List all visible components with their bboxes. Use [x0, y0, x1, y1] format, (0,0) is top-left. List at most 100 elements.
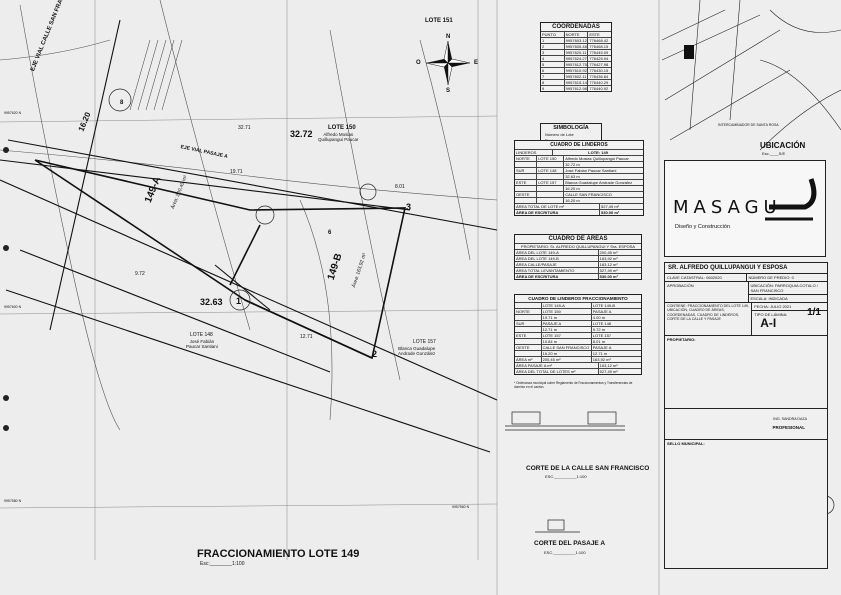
table-cell: 6 — [542, 68, 545, 73]
table-cell: ESTE — [516, 180, 527, 185]
table-cell: 9957612.98 — [563, 86, 587, 91]
date-field: FECHA: JULIO 2021 — [752, 303, 827, 311]
table-cell: 3 — [542, 50, 545, 55]
table-cell — [515, 162, 536, 167]
corte-calle-title: CORTE DE LA CALLE SAN FRANCISCO — [526, 465, 650, 472]
table-cell — [536, 198, 563, 203]
north-o: O — [416, 60, 421, 66]
areas-owner: PROPIETARIO: Sr. ALFREDO QUILLUPANGUI Y … — [520, 244, 636, 249]
sheet-code: A-I — [760, 316, 777, 330]
table-cell: LOTE 150 — [540, 309, 591, 314]
vertex-label: 3 — [406, 202, 412, 212]
table-cell — [515, 327, 541, 332]
legend-title: SIMBOLOGÍA — [553, 125, 589, 131]
table-cell — [515, 351, 541, 356]
areas-title: CUADRO DE ÁREAS — [548, 236, 608, 242]
table-cell: 4.00 m — [590, 315, 641, 320]
lot-148-owner: José Fabián Paucar Santiani — [186, 339, 218, 349]
dim-label: 32.63 — [200, 297, 223, 307]
table-cell: 530.00 m² — [597, 274, 641, 279]
table-cell: ÁREA DEL TOTAL DE LOTES m² — [516, 369, 576, 374]
contents-field: CONTIENE: FRACCIONAMIENTO DEL LOTE 149, … — [665, 303, 753, 335]
location-field: UBICACIÓN: PARROQUIA COTALO / SAN FRANCI… — [748, 282, 827, 295]
table-cell: 776427.98 — [587, 62, 611, 67]
approval-label: APROBACIÓN — [665, 282, 749, 302]
table-cell: 776436.84 — [587, 74, 611, 79]
vertex-label: 1 — [236, 296, 242, 306]
sheet-type-label: TIPO DE LÁMINA: — [754, 312, 788, 317]
north-n: N — [446, 34, 451, 40]
table-cell: 9957610.92 — [563, 68, 587, 73]
table-cell: 32.72 m — [563, 162, 643, 167]
table-cell: 9957603.12 — [563, 38, 587, 43]
table-cell: 10.84 m — [540, 339, 591, 344]
table-cell — [515, 339, 541, 344]
client-name: SR. ALFREDO QUILLUPANGUI Y ESPOSA — [665, 263, 827, 274]
table-cell: 776425.94 — [587, 56, 611, 61]
municipal-seal-label: SELLO MUNICIPAL: — [667, 441, 705, 446]
table-header: PUNTO — [542, 32, 556, 37]
table-header — [515, 303, 541, 308]
table-cell — [515, 174, 536, 179]
table-header: LOTE 149-A — [540, 303, 591, 308]
title-block: SR. ALFREDO QUILLUPANGUI Y ESPOSA CLAVE … — [664, 262, 828, 569]
table-cell: ÁREA TOTAL DE LOTE m² — [516, 204, 565, 209]
table-cell: PASAJE A — [590, 345, 641, 350]
table-cell: 527,49 m² — [597, 369, 641, 374]
legend-item: Número de Lote — [545, 132, 574, 137]
lot-157-label: LOTE 157 — [413, 339, 436, 345]
grid-coord: 9957580 N — [4, 499, 22, 503]
table-cell: 1 — [542, 38, 545, 43]
table-cell: 16.20 m — [563, 198, 643, 203]
table-cell: ESTE — [516, 333, 527, 338]
plan-scale: Esc:________1:100 — [200, 561, 245, 567]
table-cell: ÁREA m² — [516, 357, 533, 362]
table-cell: 163,92 m² — [590, 357, 641, 362]
table-cell: 163,12 m² — [597, 363, 641, 368]
table-cell: LOTE 157 — [590, 333, 641, 338]
predio-number: NÚMERO DE PREDIO: 0 — [748, 275, 794, 280]
table-cell — [536, 162, 563, 167]
table-cell: LOTE 157 — [540, 333, 591, 338]
table-cell: OESTE — [516, 345, 530, 350]
table-cell: LOTE 148 — [536, 168, 563, 173]
table-cell: 163,12 m² — [597, 262, 641, 267]
table-cell: ÁREA DE ESCRITURA — [516, 210, 559, 215]
table-cell: 776468.42 — [587, 38, 611, 43]
table-cell — [536, 186, 563, 191]
plan-title: FRACCIONAMIENTO LOTE 149 — [197, 548, 360, 560]
table-cell: ÁREA PASAJE A m² — [516, 363, 552, 368]
table-cell: 163,92 m² — [597, 256, 641, 261]
location-title: UBICACIÓN — [760, 141, 806, 150]
north-arrow — [425, 40, 471, 86]
vertex-label: 2 — [372, 349, 378, 359]
lot-151-label: LOTE 151 — [425, 18, 453, 24]
table-header: LOTE 149-B — [590, 303, 641, 308]
table-cell — [515, 198, 536, 203]
table-cell: LOTE 148 — [590, 321, 641, 326]
vertex-label: 6 — [328, 230, 332, 236]
table-cell: ÁREA DEL LOTE 149-A — [516, 250, 559, 255]
dim-label: 32.72 — [290, 129, 313, 139]
table-cell: ÁREA CALLE/PASAJE — [516, 262, 557, 267]
table-cell: 2 — [542, 44, 545, 49]
sheet-number: 1/1 — [807, 307, 821, 318]
fracc-title: CUADRO DE LINDEROS FRACCIONAMIENTO — [528, 296, 628, 301]
table-cell: ÁREA TOTAL LEVANTAMIENTO — [516, 268, 575, 273]
table-cell: SUR — [516, 321, 525, 326]
table-cell: ÁREA DE ESCRITURA — [516, 274, 559, 279]
dim-label: 32.71 — [238, 125, 251, 131]
table-cell: 9957602.11 — [563, 74, 587, 79]
lot-157-owner: Blanca Guadalupe Andrade González — [398, 346, 436, 356]
table-cell: CALLE SAN FRANCISCO — [540, 345, 590, 350]
table-cell: NORTE — [516, 309, 530, 314]
lot-150-label: LOTE 150 — [328, 125, 356, 131]
professional-label: PROFESIONAL — [772, 425, 805, 430]
dim-label: 12.71 — [300, 334, 313, 340]
linderos-side: LINDEROS — [516, 150, 537, 155]
table-cell: 9.72 m — [590, 327, 641, 332]
table-cell — [515, 315, 541, 320]
